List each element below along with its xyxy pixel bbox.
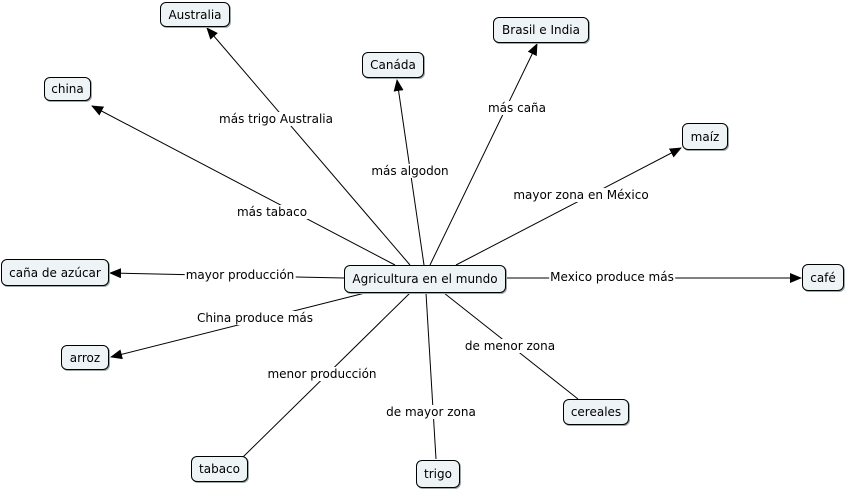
link-label-mas-algodon: más algodon [370,164,450,178]
link-line-china [91,105,396,266]
link-label-mayor-zona-en-mexico: mayor zona en México [512,188,650,202]
link-label-mexico-produce-mas: Mexico produce más [549,270,675,284]
concept-node-maiz[interactable]: maíz [682,123,728,150]
link-label-menor-produccion: menor producción [266,367,378,381]
link-label-de-menor-zona: de menor zona [463,339,557,353]
link-line-australia [206,27,411,266]
concept-node-cereales[interactable]: cereales [563,399,629,425]
link-label-mayor-produccion: mayor producción [184,268,296,282]
concept-node-canada[interactable]: Canáda [362,52,424,78]
concept-node-arroz[interactable]: arroz [61,345,109,370]
concept-node-trigo[interactable]: trigo [416,460,460,488]
link-label-mas-trigo-australia: más trigo Australia [218,112,334,126]
link-label-china-produce-mas: China produce más [195,311,315,325]
concept-node-center[interactable]: Agricultura en el mundo [344,265,506,293]
link-line-maiz [455,147,682,266]
concept-node-cana-de-azucar[interactable]: caña de azúcar [1,259,109,286]
link-label-mas-tabaco: más tabaco [235,205,309,219]
concept-node-australia[interactable]: Australia [160,2,230,27]
concept-node-tabaco[interactable]: tabaco [191,456,248,482]
link-label-mas-cana: más caña [486,101,548,115]
concept-node-cafe[interactable]: café [802,264,844,291]
link-line-trigo [425,292,437,460]
concept-node-brasil-india[interactable]: Brasil e India [493,17,589,43]
link-label-de-mayor-zona: de mayor zona [385,405,477,419]
concept-node-china[interactable]: china [44,77,91,101]
link-line-brasil [429,43,538,266]
link-line-arroz [110,292,366,360]
